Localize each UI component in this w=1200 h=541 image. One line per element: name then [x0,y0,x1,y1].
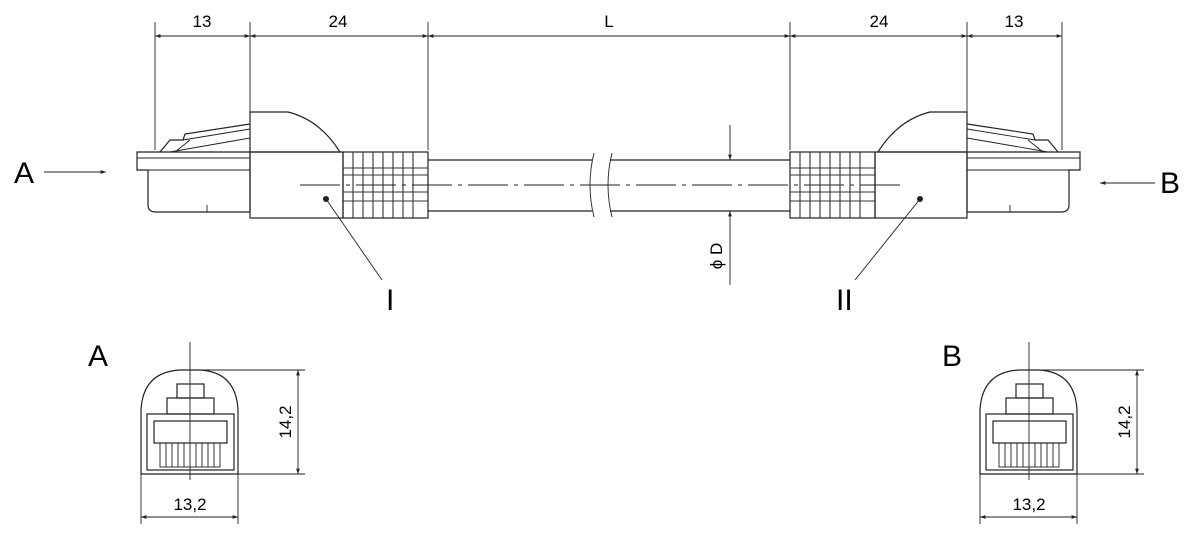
front-view-a: A 14,2 13,2 [88,340,305,524]
front-view-b-label: B [942,340,962,373]
front-view-a-label: A [88,340,108,373]
left-connector [136,111,429,219]
right-connector [789,111,1081,219]
dim-right-latch: 13 [1005,12,1024,31]
dim-height-b: 14,2 [1115,405,1134,438]
dimension-chain: 13 24 L 24 13 [154,12,1063,150]
callouts: I II [325,198,921,317]
dim-width-b: 13,2 [1012,495,1045,514]
dim-diameter: ϕ D [707,243,726,270]
arrow-a-label: A [14,157,34,190]
diameter-dimension: ϕ D [707,125,732,285]
dim-right-boot: 24 [870,12,889,31]
dim-left-boot: 24 [329,12,348,31]
cable [300,152,905,218]
callout-ii: II [836,284,853,317]
dim-width-a: 13,2 [173,495,206,514]
front-view-b: B 14,2 13,2 [942,340,1144,524]
dim-cable-length: L [604,12,613,31]
arrow-b-label: B [1160,167,1180,200]
dim-left-latch: 13 [193,12,212,31]
view-arrows: A B [14,157,1180,200]
dim-height-a: 14,2 [276,405,295,438]
callout-i: I [386,284,394,317]
